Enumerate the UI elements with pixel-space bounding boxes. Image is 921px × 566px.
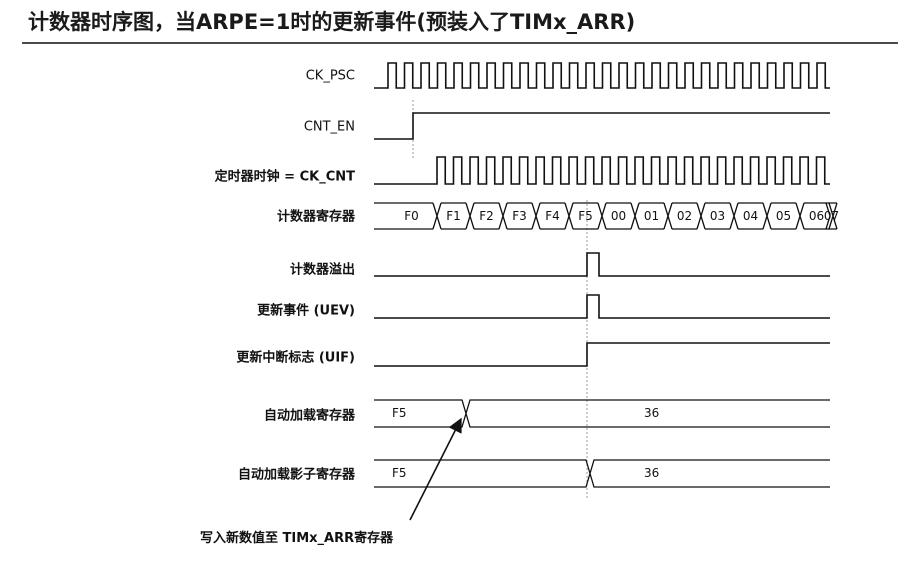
label-ck-cnt: 定时器时钟 = CK_CNT — [214, 169, 355, 185]
counter-overflow-wave — [374, 252, 830, 277]
counter-value-F0: F0 — [404, 209, 419, 223]
arr-value-new: 36 — [644, 406, 659, 420]
arr-bus — [374, 399, 830, 428]
arr-value-old: F5 — [392, 406, 407, 420]
cnt-en-wave — [374, 112, 830, 140]
uev-wave — [374, 294, 830, 319]
diagram-title: 计数器时序图，当ARPE=1时的更新事件(预装入了TIMx_ARR) — [28, 10, 636, 34]
counter-value-F5: F5 — [578, 209, 593, 223]
counter-register-bus — [374, 202, 838, 230]
counter-value-07: 07 — [824, 209, 839, 223]
label-update-interrupt-flag: 更新中断标志 (UIF) — [236, 350, 355, 366]
arr-shadow-value-new: 36 — [644, 466, 659, 480]
counter-value-F2: F2 — [479, 209, 494, 223]
arr-shadow-value-old: F5 — [392, 466, 407, 480]
label-cnt-en: CNT_EN — [303, 119, 355, 135]
label-auto-reload-shadow-register: 自动加载影子寄存器 — [237, 467, 355, 483]
ck-cnt-wave — [374, 156, 830, 185]
label-auto-reload-register: 自动加载寄存器 — [263, 408, 355, 424]
counter-value-00: 00 — [611, 209, 626, 223]
label-counter-overflow: 计数器溢出 — [289, 262, 355, 278]
counter-value-05: 05 — [776, 209, 791, 223]
label-counter-register: 计数器寄存器 — [276, 209, 355, 225]
counter-value-06: 06 — [809, 209, 824, 223]
label-ck-psc: CK_PSC — [305, 68, 355, 84]
counter-value-03: 03 — [710, 209, 725, 223]
counter-value-F4: F4 — [545, 209, 560, 223]
counter-value-02: 02 — [677, 209, 692, 223]
annotation-arrow — [409, 417, 462, 521]
counter-value-F1: F1 — [446, 209, 461, 223]
counter-value-04: 04 — [743, 209, 758, 223]
annotation-text: 写入新数值至 TIMx_ARR寄存器 — [200, 531, 394, 546]
label-update-event: 更新事件 (UEV) — [257, 303, 355, 319]
counter-value-F3: F3 — [512, 209, 527, 223]
counter-value-01: 01 — [644, 209, 659, 223]
title-underline — [22, 42, 898, 44]
ck-psc-wave — [374, 62, 830, 89]
uif-wave — [374, 342, 830, 367]
arr-shadow-bus — [374, 459, 830, 488]
